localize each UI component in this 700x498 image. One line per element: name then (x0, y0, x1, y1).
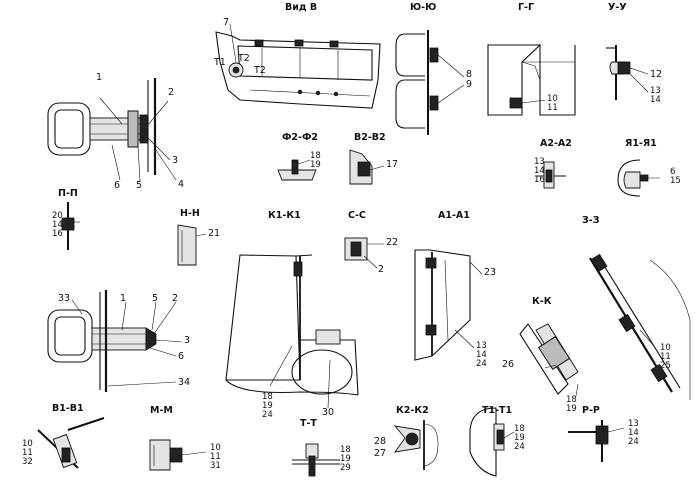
callout-8: 8 (466, 69, 473, 80)
callout-3-b: 3 (184, 335, 191, 346)
section-t-t (292, 443, 340, 477)
callout-17: 17 (386, 159, 399, 170)
title-p-p: П-П (58, 188, 78, 199)
view-v-drawing (215, 23, 381, 109)
title-k1-k1: К1-К1 (268, 210, 301, 221)
callout-1-b: 1 (120, 293, 127, 304)
callout-5: 5 (136, 180, 143, 191)
callout-6: 6 (114, 180, 121, 191)
callout-t1: Т1 (214, 57, 226, 68)
title-f2-f2: Ф2-Ф2 (282, 132, 319, 143)
section-v1-v1 (37, 417, 105, 469)
callout-5-b: 5 (152, 293, 159, 304)
callout-3: 3 (172, 155, 179, 166)
title-yu-yu: Ю-Ю (410, 2, 437, 13)
callout-1: 1 (96, 72, 103, 83)
callout-2: 2 (168, 87, 175, 98)
title-t1-t1: Т1-Т1 (482, 405, 513, 416)
title-n-n: Н-Н (180, 208, 200, 219)
section-yu-yu (395, 30, 465, 135)
section-z-z (589, 253, 691, 400)
callout-33: 33 (58, 293, 71, 304)
callout-28: 28 (374, 436, 387, 447)
title-u-u: У-У (608, 2, 627, 13)
section-m-m (149, 439, 207, 471)
title-a1-a1: А1-А1 (438, 210, 470, 221)
callout-6-b: 6 (178, 351, 185, 362)
section-s-s (344, 237, 384, 269)
bolt-assembly-top (47, 78, 177, 182)
title-ya1-ya1: Я1-Я1 (625, 138, 657, 149)
section-a1-a1 (414, 249, 483, 361)
title-a2-a2: А2-А2 (540, 138, 572, 149)
callout-t2-a: Т2 (238, 53, 250, 64)
section-ya1-ya1 (617, 159, 660, 197)
callout-2-b: 2 (172, 293, 179, 304)
bolt-assembly-bottom (47, 290, 183, 392)
title-s-s: С-С (348, 210, 366, 221)
callout-12: 12 (650, 69, 663, 80)
section-k2-k2 (393, 420, 439, 470)
callout-27: 27 (374, 448, 387, 459)
title-t-t: Т-Т (300, 418, 317, 429)
callout-23: 23 (484, 267, 497, 278)
callout-30: 30 (322, 407, 335, 418)
title-k-k: К-К (532, 296, 552, 307)
section-u-u (606, 45, 649, 100)
section-f2-f2 (277, 159, 317, 181)
title-z-z: З-З (582, 215, 600, 226)
callout-9: 9 (466, 79, 473, 90)
section-v2-v2 (349, 149, 385, 185)
callout-34: 34 (178, 377, 191, 388)
callout-4: 4 (178, 179, 185, 190)
title-m-m: М-М (150, 405, 173, 416)
title-g-g: Г-Г (518, 2, 535, 13)
title-k2-k2: К2-К2 (396, 405, 429, 416)
callout-7: 7 (223, 17, 230, 28)
title-vid-v: Вид В (285, 2, 318, 13)
callout-t2-b: Т2 (254, 65, 266, 76)
title-r-r: Р-Р (582, 405, 600, 416)
section-t1-t1 (469, 407, 515, 477)
section-k1-k1 (225, 254, 359, 409)
callout-2-ss: 2 (378, 264, 385, 275)
title-v2-v2: В2-В2 (354, 132, 386, 143)
section-k-k (519, 323, 579, 397)
callout-21: 21 (208, 228, 221, 239)
section-g-g (487, 44, 576, 116)
section-r-r (568, 420, 625, 462)
section-a2-a2 (535, 161, 566, 189)
callout-22: 22 (386, 237, 399, 248)
section-p-p (61, 202, 80, 250)
callout-26: 26 (502, 359, 515, 370)
section-n-n (177, 224, 207, 266)
title-v1-v1: В1-В1 (52, 403, 84, 414)
